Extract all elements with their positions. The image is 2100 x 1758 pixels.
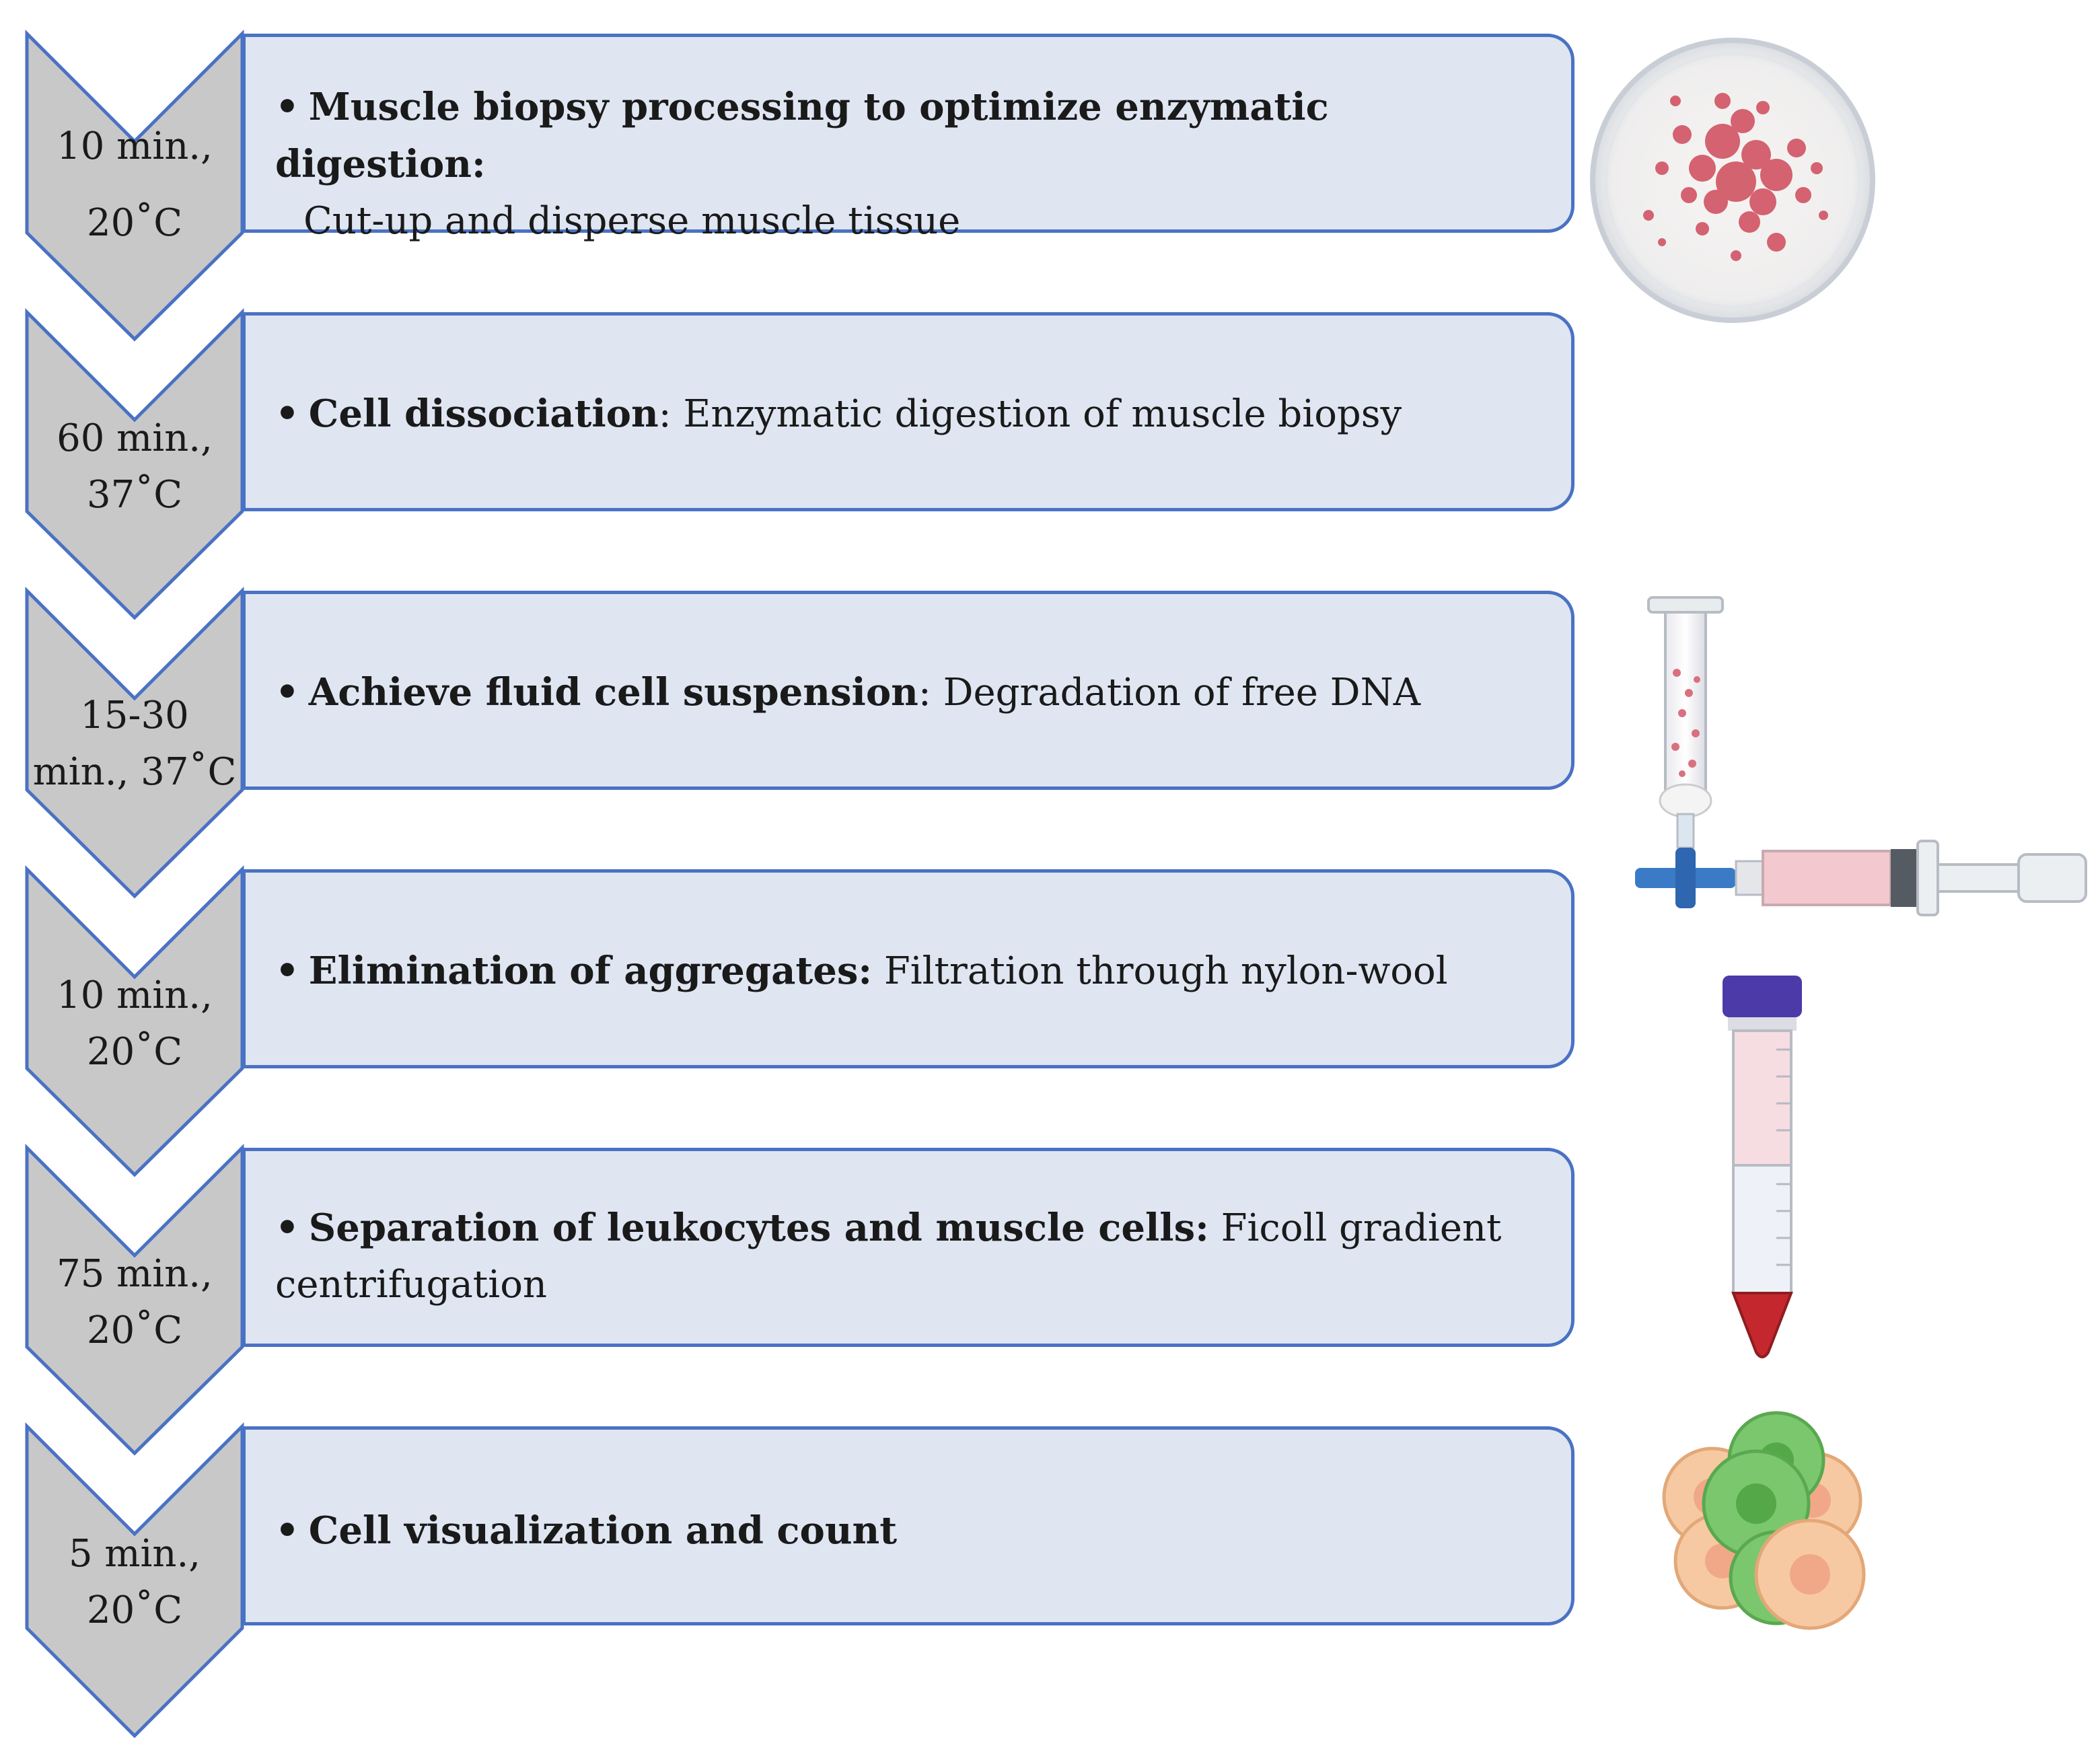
step-5-temperature: 20˚C [86, 1309, 183, 1352]
chevron-step-3 [25, 586, 244, 899]
step-4-title: Elimination of aggregates: [308, 949, 873, 993]
step-5-box: •Separation of leukocytes and muscle cel… [242, 1148, 1574, 1347]
step-5-duration: 75 min., 20˚C [27, 1246, 242, 1359]
step-1-title: Muscle biopsy processing to optimize enz… [275, 85, 1329, 186]
step-6-duration: 5 min., 20˚C [27, 1526, 242, 1639]
step-4-description: Filtration through nylon-wool [883, 949, 1448, 993]
step-6-title: Cell visualization and count [308, 1508, 898, 1553]
step-3-time: 15-30 [80, 694, 189, 737]
step-2-description: Enzymatic digestion of muscle biopsy [683, 392, 1402, 436]
step-2-title: Cell dissociation [308, 392, 659, 436]
step-1-bullet: • [275, 85, 299, 129]
step-1-box: •Muscle biopsy processing to optimize en… [242, 34, 1574, 243]
step-1-description: Cut-up and disperse muscle tissue [303, 199, 961, 243]
step-2-box: •Cell dissociation: Enzymatic digestion … [242, 312, 1574, 511]
step-3-duration: 15-30 min., 37˚C [19, 688, 250, 801]
step-2-bullet: • [275, 392, 299, 436]
chevron-step-6 [25, 1422, 244, 1738]
step-1-time: 10 min., [57, 124, 213, 168]
step-6-bullet: • [275, 1508, 299, 1553]
step-1-duration: 10 min., 20˚C [27, 118, 242, 252]
step-4-bullet: • [275, 949, 299, 993]
step-3-bullet: • [275, 670, 299, 715]
step-2-duration: 60 min., 37˚C [27, 410, 242, 523]
step-2-time: 60 min., [57, 416, 213, 460]
step-3-temperature: min., 37˚C [32, 750, 237, 794]
step-2-temperature: 37˚C [86, 473, 183, 517]
step-3-description: Degradation of free DNA [943, 671, 1421, 715]
chevron-step-5 [25, 1143, 244, 1456]
step-6-time: 5 min., [68, 1532, 201, 1576]
step-6-box: •Cell visualization and count [242, 1426, 1574, 1625]
step-5-title: Separation of leukocytes and muscle cell… [308, 1206, 1209, 1250]
step-5-time: 75 min., [57, 1252, 213, 1296]
chevron-step-2 [25, 307, 244, 620]
step-5-description: Ficoll gradient centrifugation [275, 1206, 1502, 1307]
step-3-box: •Achieve fluid cell suspension: Degradat… [242, 591, 1574, 790]
chevron-step-4 [25, 865, 244, 1177]
step-4-duration: 10 min., 20˚C [27, 967, 242, 1081]
chevron-step-1 [25, 29, 244, 342]
step-1-temperature: 20˚C [86, 201, 183, 245]
step-5-bullet: • [275, 1206, 299, 1250]
step-3-separator: : [918, 671, 931, 715]
step-4-time: 10 min., [57, 974, 213, 1017]
step-2-separator: : [658, 392, 672, 436]
step-4-temperature: 20˚C [86, 1030, 183, 1074]
step-3-title: Achieve fluid cell suspension [308, 670, 918, 715]
step-6-temperature: 20˚C [86, 1588, 183, 1632]
step-4-box: •Elimination of aggregates: Filtration t… [242, 869, 1574, 1068]
